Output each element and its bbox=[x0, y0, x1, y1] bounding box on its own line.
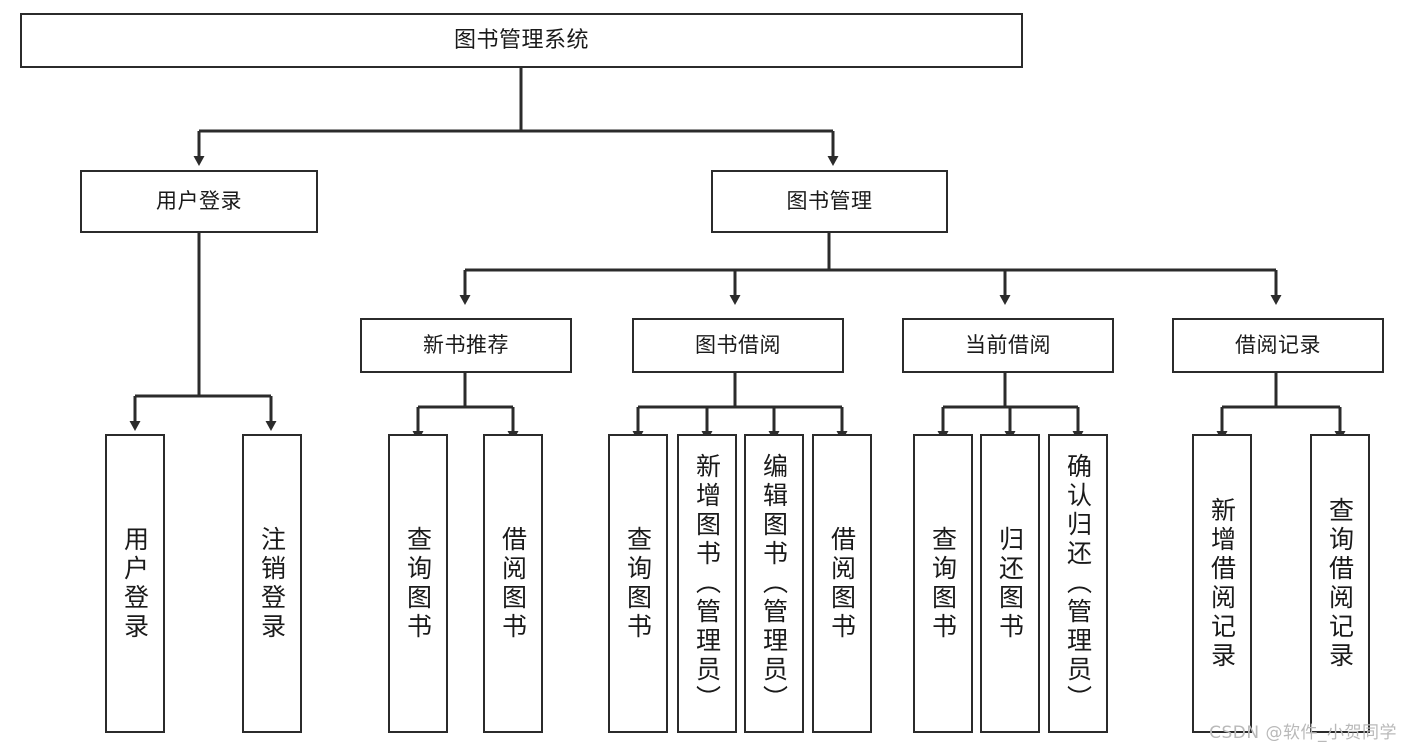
node-book-borrow[interactable]: 图书借阅 bbox=[632, 318, 844, 373]
node-current-borrow[interactable]: 当前借阅 bbox=[902, 318, 1114, 373]
node-new-book-rec[interactable]: 新书推荐 bbox=[360, 318, 572, 373]
node-root[interactable]: 图书管理系统 bbox=[20, 13, 1023, 68]
leaf-add-book[interactable]: 新增图书（管理员） bbox=[677, 434, 737, 733]
leaf-add-record[interactable]: 新增借阅记录 bbox=[1192, 434, 1252, 733]
leaf-query-record[interactable]: 查询借阅记录 bbox=[1310, 434, 1370, 733]
leaf-user-login-label: 用户登录 bbox=[120, 525, 150, 642]
leaf-query-book-2-label: 查询图书 bbox=[623, 525, 653, 642]
leaf-query-book-1-label: 查询图书 bbox=[403, 525, 433, 642]
leaf-query-book-1[interactable]: 查询图书 bbox=[388, 434, 448, 733]
node-book-manage-label: 图书管理 bbox=[786, 189, 873, 214]
leaf-borrow-book-1[interactable]: 借阅图书 bbox=[483, 434, 543, 733]
leaf-confirm-return[interactable]: 确认归还（管理员） bbox=[1048, 434, 1108, 733]
leaf-edit-book[interactable]: 编辑图书（管理员） bbox=[744, 434, 804, 733]
leaf-borrow-book-2[interactable]: 借阅图书 bbox=[812, 434, 872, 733]
leaf-add-book-label: 新增图书（管理员） bbox=[692, 453, 722, 714]
leaf-confirm-return-label: 确认归还（管理员） bbox=[1063, 453, 1093, 714]
leaf-query-book-2[interactable]: 查询图书 bbox=[608, 434, 668, 733]
leaf-edit-book-label: 编辑图书（管理员） bbox=[759, 453, 789, 714]
leaf-query-book-3-label: 查询图书 bbox=[928, 525, 958, 642]
leaf-return-book-label: 归还图书 bbox=[995, 525, 1025, 642]
node-borrow-record-label: 借阅记录 bbox=[1235, 333, 1321, 358]
leaf-return-book[interactable]: 归还图书 bbox=[980, 434, 1040, 733]
node-book-borrow-label: 图书借阅 bbox=[695, 333, 781, 358]
leaf-query-book-3[interactable]: 查询图书 bbox=[913, 434, 973, 733]
leaf-user-logout[interactable]: 注销登录 bbox=[242, 434, 302, 733]
node-new-book-rec-label: 新书推荐 bbox=[423, 333, 509, 358]
leaf-user-logout-label: 注销登录 bbox=[257, 525, 287, 642]
node-borrow-record[interactable]: 借阅记录 bbox=[1172, 318, 1384, 373]
node-book-manage[interactable]: 图书管理 bbox=[711, 170, 948, 233]
leaf-query-record-label: 查询借阅记录 bbox=[1325, 496, 1355, 671]
node-user-login-label: 用户登录 bbox=[156, 189, 242, 214]
node-current-borrow-label: 当前借阅 bbox=[965, 333, 1051, 358]
watermark: CSDN @软件_小贺同学 bbox=[1209, 723, 1397, 743]
leaf-borrow-book-2-label: 借阅图书 bbox=[827, 525, 857, 642]
node-root-label: 图书管理系统 bbox=[453, 27, 589, 53]
node-user-login[interactable]: 用户登录 bbox=[80, 170, 318, 233]
leaf-borrow-book-1-label: 借阅图书 bbox=[498, 525, 528, 642]
leaf-add-record-label: 新增借阅记录 bbox=[1207, 496, 1237, 671]
leaf-user-login[interactable]: 用户登录 bbox=[105, 434, 165, 733]
